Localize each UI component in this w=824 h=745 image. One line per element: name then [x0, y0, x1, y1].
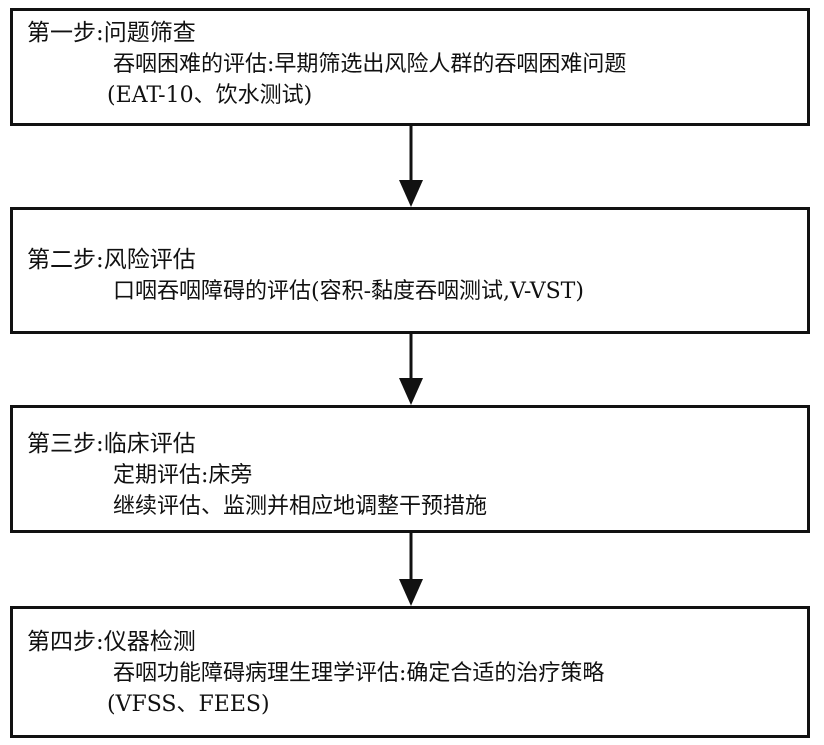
- down-arrow-icon: [399, 334, 423, 405]
- flow-arrow-1-to-2: [391, 126, 431, 207]
- step-1-line-1: 吞咽困难的评估:早期筛选出风险人群的吞咽困难问题: [113, 52, 627, 77]
- step-4-line-2: (VFSS、FEES): [107, 692, 270, 717]
- step-2-title: 第二步:风险评估: [27, 247, 196, 273]
- step-1-title: 第一步:问题筛查: [27, 20, 196, 46]
- step-3-title: 第三步:临床评估: [27, 431, 196, 457]
- step-1-line-2: (EAT-10、饮水测试): [107, 83, 313, 108]
- step-1-box: 第一步:问题筛查 吞咽困难的评估:早期筛选出风险人群的吞咽困难问题 (EAT-1…: [10, 8, 810, 126]
- step-4-title: 第四步:仪器检测: [27, 629, 196, 655]
- step-3-box: 第三步:临床评估 定期评估:床旁 继续评估、监测并相应地调整干预措施: [10, 405, 810, 533]
- flow-arrow-3-to-4: [391, 533, 431, 606]
- flow-arrow-2-to-3: [391, 334, 431, 405]
- step-4-line-1: 吞咽功能障碍病理生理学评估:确定合适的治疗策略: [113, 661, 605, 686]
- step-2-line-1: 口咽吞咽障碍的评估(容积-黏度吞咽测试,V-VST): [113, 279, 584, 304]
- step-2-box: 第二步:风险评估 口咽吞咽障碍的评估(容积-黏度吞咽测试,V-VST): [10, 207, 810, 334]
- step-4-box: 第四步:仪器检测 吞咽功能障碍病理生理学评估:确定合适的治疗策略 (VFSS、F…: [10, 606, 810, 738]
- down-arrow-icon: [399, 126, 423, 207]
- down-arrow-icon: [399, 533, 423, 606]
- step-3-line-2: 继续评估、监测并相应地调整干预措施: [113, 494, 488, 519]
- step-3-line-1: 定期评估:床旁: [113, 463, 253, 488]
